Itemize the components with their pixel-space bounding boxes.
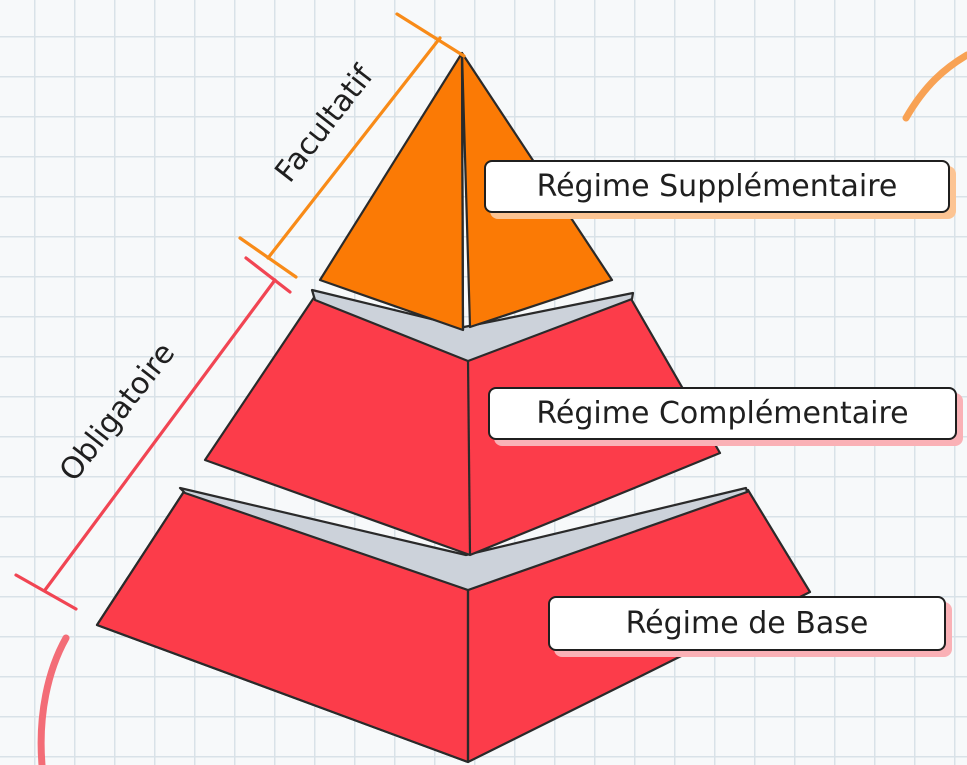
optional-bracket	[238, 12, 466, 279]
tier-label-complementary-text: Régime Complémentaire	[536, 396, 909, 431]
mandatory-bracket	[14, 256, 292, 611]
tier-label-base: Régime de Base	[548, 596, 946, 651]
optional-bracket-label: Facultatif	[268, 58, 381, 189]
tier-label-base-text: Régime de Base	[625, 606, 869, 641]
mandatory-bracket-label: Obligatoire	[53, 336, 182, 488]
tier-label-supplementary-text: Régime Supplémentaire	[536, 169, 898, 204]
decorative-arc-orange	[902, 51, 967, 122]
pyramid-tier-bottom	[95, 486, 812, 764]
tier-label-supplementary: Régime Supplémentaire	[484, 160, 950, 213]
tier-label-complementary: Régime Complémentaire	[488, 387, 957, 440]
decorative-arc-red	[37, 634, 70, 765]
